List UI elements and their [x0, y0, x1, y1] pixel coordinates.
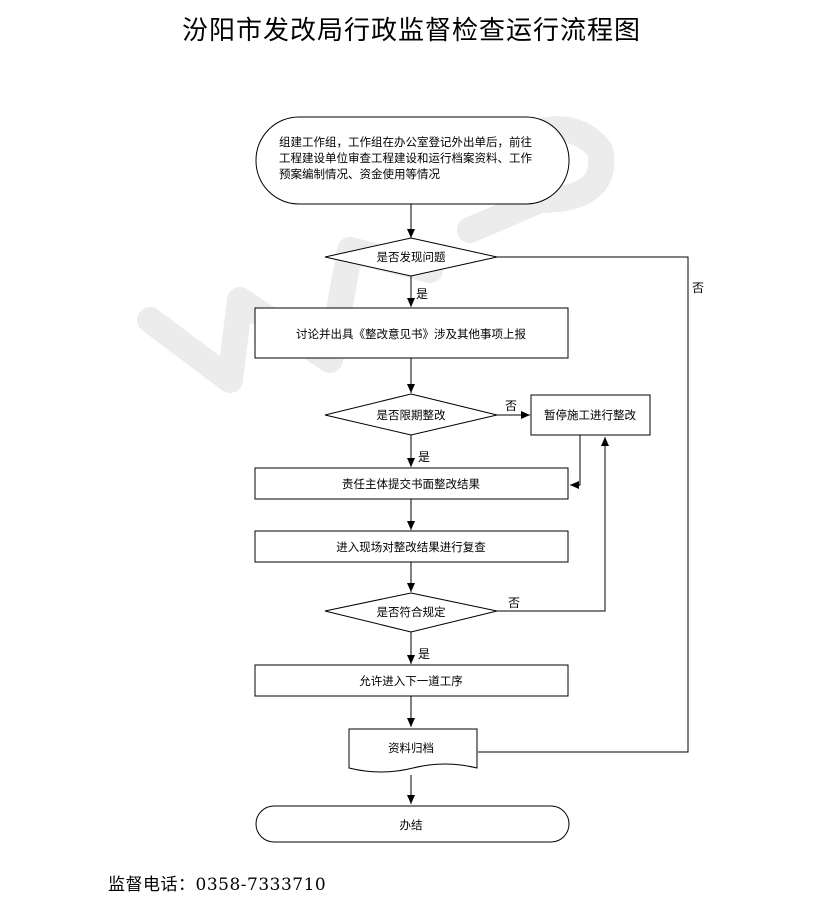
decision-problem-text: 是否发现问题 [377, 250, 446, 264]
finish-node: 办结 [255, 805, 570, 843]
decision-comply: 是否符合规定 [324, 592, 498, 633]
edge-label-no-deadline: 否 [505, 399, 517, 413]
start-node: 组建工作组，工作组在办公室登记外出单后，前往 工程建设单位审查工程建设和运行档案… [255, 116, 570, 205]
archive-text: 资料归档 [388, 741, 434, 755]
start-text-line1: 组建工作组，工作组在办公室登记外出单后，前往 [279, 135, 532, 149]
suspend-text: 暂停施工进行整改 [544, 408, 636, 422]
edge-label-no-comply: 否 [508, 596, 520, 610]
submit-results-text: 责任主体提交书面整改结果 [342, 477, 480, 491]
edge-label-yes-deadline: 是 [418, 450, 430, 464]
connectors [407, 204, 689, 804]
edge-label-no-problem: 否 [692, 281, 704, 295]
phone-label: 监督电话： [108, 875, 196, 895]
suspend-box: 暂停施工进行整改 [530, 394, 651, 436]
finish-text: 办结 [400, 818, 423, 832]
edge-label-yes-problem: 是 [416, 287, 428, 301]
onsite-review-box: 进入现场对整改结果进行复查 [254, 530, 569, 563]
submit-results-box: 责任主体提交书面整改结果 [254, 467, 569, 500]
next-process-box: 允许进入下一道工序 [254, 664, 569, 697]
page-title: 汾阳市发改局行政监督检查运行流程图 [181, 16, 641, 46]
start-text-line3: 预案编制情况、资金使用等情况 [279, 167, 440, 181]
next-process-text: 允许进入下一道工序 [359, 674, 463, 688]
onsite-review-text: 进入现场对整改结果进行复查 [336, 540, 486, 554]
edge-label-yes-comply: 是 [418, 647, 430, 661]
decision-comply-text: 是否符合规定 [377, 605, 446, 619]
archive-document: 资料归档 [348, 728, 478, 773]
discuss-report-box: 讨论并出具《整改意见书》涉及其他事项上报 [254, 307, 569, 359]
decision-deadline-text: 是否限期整改 [377, 408, 446, 422]
decision-problem-found: 是否发现问题 [324, 237, 498, 277]
decision-deadline: 是否限期整改 [324, 393, 498, 436]
start-text-line2: 工程建设单位审查工程建设和运行档案资料、工作 [279, 151, 532, 165]
supervision-phone: 监督电话：0358-7333710 [108, 870, 326, 895]
discuss-report-text: 讨论并出具《整改意见书》涉及其他事项上报 [296, 327, 526, 341]
phone-number: 0358-7333710 [195, 875, 327, 895]
